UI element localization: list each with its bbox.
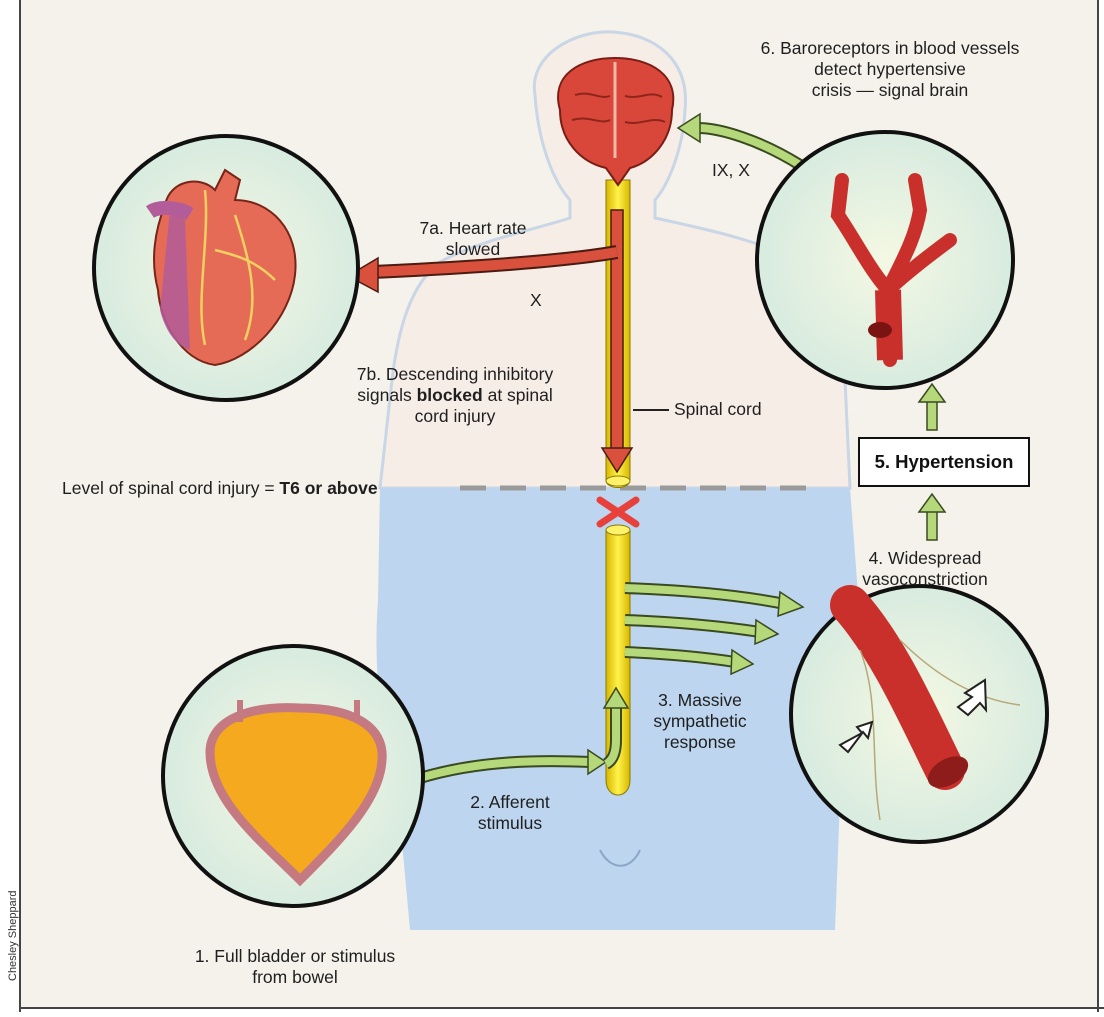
- step6-line1: 6. Baroreceptors in blood vessels: [735, 38, 1045, 59]
- step7a-line2: slowed: [398, 239, 548, 260]
- step7b-line2-pre: signals: [357, 385, 416, 405]
- step6-line3: crisis — signal brain: [735, 80, 1045, 101]
- step3-label: 3. Massive sympathetic response: [636, 690, 764, 753]
- step7b-blocked-word: blocked: [417, 385, 483, 405]
- nerve-x-label: X: [530, 290, 542, 311]
- step4-line2: vasoconstriction: [820, 569, 1030, 590]
- step7b-line2: signals blocked at spinal: [296, 385, 614, 406]
- step1-label: 1. Full bladder or stimulus from bowel: [150, 946, 440, 988]
- step1-line2: from bowel: [150, 967, 440, 988]
- injury-level-value: T6 or above: [279, 478, 377, 498]
- step2-line2: stimulus: [440, 813, 580, 834]
- step6-line2: detect hypertensive: [735, 59, 1045, 80]
- spinal-cord-leader-line: [633, 409, 669, 411]
- injury-level-label: Level of spinal cord injury = T6 or abov…: [62, 478, 378, 499]
- artist-credit: Chesley Sheppard: [7, 891, 19, 981]
- injury-level-text: Level of spinal cord injury =: [62, 478, 279, 498]
- step4-line1: 4. Widespread: [820, 548, 1030, 569]
- step2-label: 2. Afferent stimulus: [440, 792, 580, 834]
- blood-vessels-circle: [757, 132, 1013, 388]
- step7a-line1: 7a. Heart rate: [398, 218, 548, 239]
- step7b-line2-post: at spinal: [483, 385, 553, 405]
- step3-line3: response: [636, 732, 764, 753]
- step7b-line3: cord injury: [296, 406, 614, 427]
- step7a-label: 7a. Heart rate slowed: [398, 218, 548, 260]
- step2-line1: 2. Afferent: [440, 792, 580, 813]
- step7b-line1: 7b. Descending inhibitory: [296, 364, 614, 385]
- step3-line2: sympathetic: [636, 711, 764, 732]
- heart-circle: [94, 136, 358, 400]
- step3-line1: 3. Massive: [636, 690, 764, 711]
- vasoconstriction-circle: [791, 586, 1047, 842]
- bladder-circle: [163, 646, 423, 906]
- step6-label: 6. Baroreceptors in blood vessels detect…: [735, 38, 1045, 101]
- nerves-ix-x-label: IX, X: [712, 160, 750, 181]
- step4-label: 4. Widespread vasoconstriction: [820, 548, 1030, 590]
- step1-line1: 1. Full bladder or stimulus: [150, 946, 440, 967]
- hypertension-box: 5. Hypertension: [858, 437, 1030, 487]
- spinal-cord-label: Spinal cord: [674, 399, 762, 420]
- step7b-label: 7b. Descending inhibitory signals blocke…: [296, 364, 614, 427]
